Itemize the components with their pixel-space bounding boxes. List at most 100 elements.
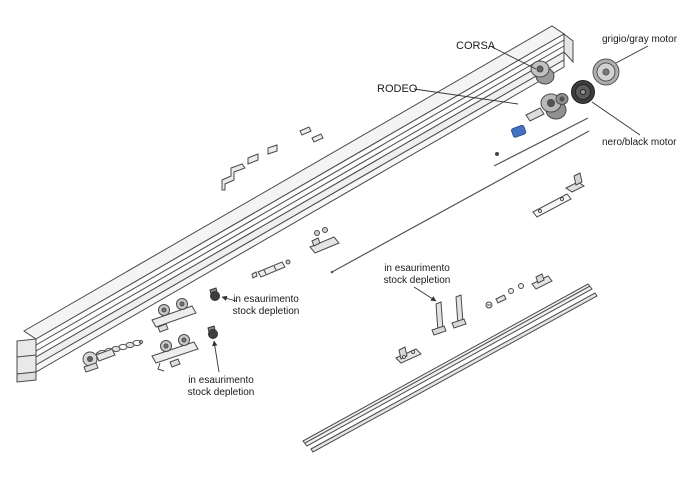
rodeo-pulley-bracket [525, 107, 545, 122]
left-roller-assembly [82, 348, 116, 373]
angle-bracket-base [565, 181, 585, 193]
lower-mid-bracket-hole-a [402, 355, 406, 359]
cylinder-body [257, 261, 286, 278]
depletion-mid-label-line1: in esaurimento [384, 263, 450, 274]
corsa-pulley [530, 60, 555, 85]
lower-rail [302, 283, 598, 453]
corsa-label: CORSA [456, 40, 496, 52]
cover-plate-hole-a [538, 209, 542, 213]
depletion-mid-label-line2: stock depletion [384, 275, 451, 286]
long-shaft-end [330, 270, 334, 274]
left-roller-hub [87, 356, 93, 362]
fastener-clip [495, 294, 507, 304]
small-pin [495, 152, 499, 156]
carriage-assembly-2 [151, 334, 199, 372]
corsa-leader-line [491, 46, 537, 70]
black-motor-leader-line [591, 101, 641, 136]
stop-knob-1 [209, 287, 220, 301]
short-shaft [493, 117, 589, 167]
depletion-lower-label-line1: in esaurimento [188, 375, 254, 386]
fastener-cluster [485, 273, 553, 309]
gray-motor [592, 58, 620, 86]
rodeo-pulley-hub [547, 99, 555, 107]
lower-mid-bracket-hole-b [411, 350, 415, 354]
carriage-2-hub-b [181, 337, 187, 343]
left-roller-foot [83, 362, 99, 373]
rodeo-leader-line [413, 88, 519, 105]
main-rail [16, 25, 574, 383]
cylinder-detail-2 [273, 265, 277, 271]
black-motor-hub [580, 89, 586, 95]
main-rail-groove-2 [35, 45, 565, 352]
stop-knob-2 [207, 325, 218, 339]
cylinder-part [251, 259, 291, 279]
left-roller-mount [95, 348, 116, 362]
carriage-assembly-1 [151, 298, 197, 333]
lower-rail-groove [304, 285, 591, 444]
right-bracket-tab [535, 273, 545, 284]
carriage-2-plate [151, 341, 199, 364]
lower-mid-bracket [395, 346, 422, 364]
depletion-lower-label-line2: stock depletion [188, 387, 255, 398]
cylinder-end-cap [251, 271, 258, 279]
main-rail-groove-1 [35, 39, 565, 346]
chain-link [132, 339, 142, 347]
chain-end-link [138, 339, 144, 345]
long-shaft [331, 130, 590, 273]
mid-bracket-assembly [309, 227, 340, 254]
blue-component [495, 124, 527, 156]
text-labels: CORSA RODEO grigio/gray motor nero/black… [188, 34, 678, 398]
clip-1 [247, 153, 259, 165]
stop-knob-2-body [208, 329, 218, 339]
clip-4 [311, 133, 324, 143]
cylinder-screw [285, 259, 291, 265]
black-motor [571, 80, 595, 104]
main-rail-left-foot [16, 371, 37, 383]
clip-2 [267, 144, 278, 155]
carriage-1-tab [157, 323, 169, 333]
main-rail-left-endcap-line [16, 354, 37, 358]
cover-plate-hole-b [560, 197, 564, 201]
mid-bracket-plate [309, 236, 340, 254]
carriage-1-plate [151, 305, 197, 328]
depletion-mid-arrow [413, 286, 437, 302]
gray-motor-hub [602, 68, 610, 76]
rodeo-label: RODEO [377, 83, 418, 95]
depletion-upper-label-line1: in esaurimento [233, 294, 299, 305]
upper-right-plate [532, 172, 585, 218]
black-motor-label: nero/black motor [602, 137, 677, 148]
lower-rail-strip-2 [310, 292, 598, 453]
blue-component-body [511, 124, 527, 138]
cylinder-detail-1 [263, 269, 267, 275]
carriage-2-hook [157, 362, 165, 372]
carriage-1-hub-b [179, 301, 185, 307]
standoff-posts [431, 294, 467, 336]
leader-lines [212, 45, 649, 373]
screw-a [314, 230, 320, 236]
small-clips [247, 126, 324, 165]
fastener-screw-3 [518, 283, 524, 289]
depletion-upper-label-line2: stock depletion [233, 306, 300, 317]
gray-motor-label: grigio/gray motor [602, 34, 678, 45]
clip-3 [299, 126, 312, 136]
screw-b [322, 227, 328, 233]
post-2-foot [451, 318, 467, 329]
stop-knob-1-body [210, 291, 220, 301]
corsa-pulley-hub [536, 65, 544, 73]
carriage-1-hub-a [161, 307, 167, 313]
z-bracket-body [221, 163, 246, 191]
z-bracket [221, 163, 246, 191]
main-rail-right-endcap [563, 32, 574, 64]
motor-coupling [555, 93, 569, 105]
mid-bracket-tab [311, 237, 321, 247]
post-1-foot [431, 325, 447, 336]
depletion-upper-arrow [221, 295, 237, 302]
angle-bracket-tab [573, 172, 583, 186]
depletion-lower-arrow [212, 340, 220, 373]
fastener-screw-2 [508, 288, 514, 294]
carriage-2-hub-a [163, 343, 169, 349]
thin-rods [330, 117, 590, 274]
